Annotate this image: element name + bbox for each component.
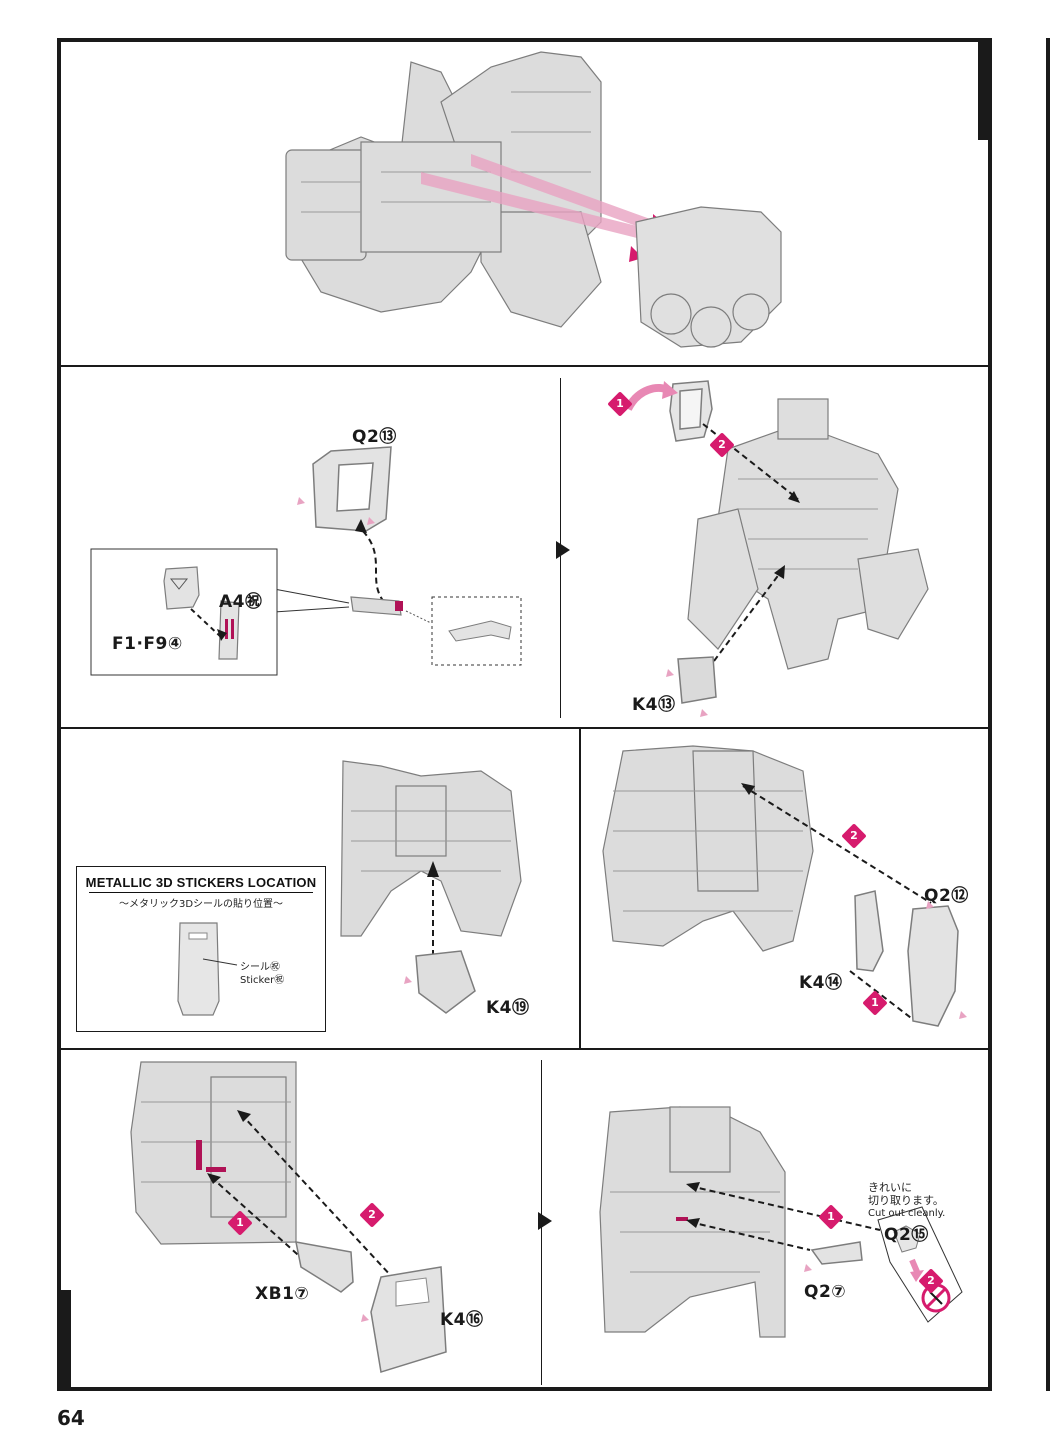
frame-notch-bottom-left xyxy=(57,1290,71,1391)
k4-part xyxy=(677,656,717,704)
next-step-arrow xyxy=(556,541,570,559)
page-number: 64 xyxy=(57,1406,85,1430)
k4-14-part xyxy=(854,890,884,972)
row-divider-2 xyxy=(59,727,990,729)
part-label-k4-13: K4⑬ xyxy=(632,695,676,715)
step-4-panel: 2 1 Q2⑫ K4⑭ xyxy=(583,731,988,1046)
sticker-37-jp: シール㊗ xyxy=(240,962,280,973)
part-label-q2-15: Q2⑮ xyxy=(884,1225,929,1245)
next-step-arrow xyxy=(538,1212,552,1230)
part-label-f1-f9-4: F1·F9④ xyxy=(112,634,183,654)
col-divider-row3 xyxy=(579,729,581,1048)
adjacent-page-edge xyxy=(1046,38,1050,1391)
cut-note-jp-2: 切り取ります。 xyxy=(868,1194,944,1207)
part-label-xb1-7: XB1⑦ xyxy=(255,1284,310,1304)
part-label-q2-13: Q2⑬ xyxy=(352,427,397,447)
cut-note-jp-1: きれいに xyxy=(868,1181,912,1194)
flap-part xyxy=(669,380,713,442)
f1-f9-part xyxy=(163,566,200,610)
step-1-panel xyxy=(61,42,988,364)
step-5-left-illustration xyxy=(130,1061,447,1373)
center-subassembly xyxy=(350,596,403,616)
step-5-right-panel: 1 2 きれいに 切り取ります。 Cut out cleanly. Q2⑮ Q2… xyxy=(560,1052,988,1387)
a4-part xyxy=(218,600,240,660)
q2-part xyxy=(312,446,392,532)
sticker-box-title: METALLIC 3D STICKERS LOCATION xyxy=(85,875,317,890)
sticker-37-en: Sticker㊗ xyxy=(240,975,285,986)
step-badge-1: 1 xyxy=(818,1204,844,1230)
step-badge-1: 1 xyxy=(227,1210,253,1236)
step-5-left-panel: 1 2 XB1⑦ K4⑯ xyxy=(61,1052,540,1387)
step-3-illustration xyxy=(340,760,522,1014)
rear-skirt-part xyxy=(635,206,782,348)
xb1-part xyxy=(295,1241,354,1293)
q2-15-gate xyxy=(893,1225,921,1253)
sticker-box-rule xyxy=(89,892,313,893)
step-3-panel: K4⑲ xyxy=(61,731,577,1046)
part-label-a4-29: A4㊗ xyxy=(219,592,263,612)
sticker-box-subtitle: 〜メタリック3Dシールの貼り位置〜 xyxy=(118,899,284,910)
step-badge-2: 2 xyxy=(841,823,867,849)
row-divider-3 xyxy=(59,1048,990,1050)
frame-notch-top-right xyxy=(978,40,992,140)
cut-note-en: Cut out cleanly. xyxy=(868,1208,946,1219)
step-badge-1: 1 xyxy=(862,990,888,1016)
step-2-left-panel: Q2⑬ A4㊗ F1·F9④ xyxy=(61,369,559,725)
step-2-left-illustration xyxy=(90,446,522,676)
step-badge-2: 2 xyxy=(709,432,735,458)
part-label-k4-14: K4⑭ xyxy=(799,973,843,993)
step-2-right-illustration xyxy=(624,380,929,717)
q2-7-part xyxy=(810,1241,863,1265)
step-badge-2: 2 xyxy=(359,1202,385,1228)
sticker-part-drawing xyxy=(177,922,238,1016)
step-badge-2: 2 xyxy=(918,1268,944,1294)
k4-19-part xyxy=(415,950,476,1014)
step-1-illustration xyxy=(285,51,782,348)
part-label-k4-16: K4⑯ xyxy=(440,1310,484,1330)
step-2-right-panel: 1 2 K4⑬ xyxy=(578,369,988,725)
step-badge-1: 1 xyxy=(607,391,633,417)
sticker-location-box: METALLIC 3D STICKERS LOCATION 〜メタリック3Dシー… xyxy=(76,866,326,1032)
part-label-k4-19: K4⑲ xyxy=(486,998,530,1018)
row-divider-1 xyxy=(59,365,990,367)
step-4-illustration xyxy=(602,745,967,1027)
q2-12-part xyxy=(907,905,959,1027)
part-label-q2-7: Q2⑦ xyxy=(804,1282,847,1302)
part-label-q2-12: Q2⑫ xyxy=(924,886,969,906)
